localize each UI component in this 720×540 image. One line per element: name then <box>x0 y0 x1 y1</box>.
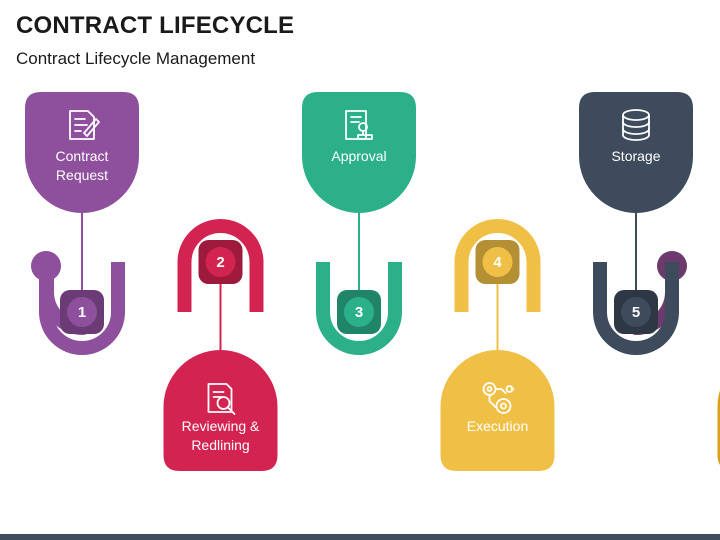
step-3-ring <box>316 262 402 355</box>
step-1-number: 1 <box>78 304 86 321</box>
step-5-card <box>579 92 693 213</box>
database-icon <box>622 109 650 141</box>
step-1-badge-circle <box>67 297 97 327</box>
step-4-badge-circle <box>482 247 513 277</box>
document-search-icon <box>207 383 236 415</box>
page-subtitle: Contract Lifecycle Management <box>16 49 256 68</box>
step-5: 5 Storage <box>579 92 693 334</box>
step-5-ring <box>593 262 679 355</box>
gears-icon <box>482 382 515 414</box>
step-4-label-line: Execution <box>467 418 528 434</box>
step-3-number: 3 <box>355 304 363 321</box>
step-1-label-line: Request <box>56 167 108 183</box>
page-title: CONTRACT LIFECYCLE <box>16 12 295 39</box>
step-5-number: 5 <box>632 304 640 321</box>
step-1-ring <box>39 262 125 355</box>
bottom-bar <box>0 534 720 540</box>
step-3-badge-circle <box>344 297 374 327</box>
step-2-ring <box>177 219 264 312</box>
step-3-label-line: Approval <box>331 148 386 164</box>
step-4-number: 4 <box>493 254 502 271</box>
step-1-card <box>25 92 139 213</box>
step-2-number: 2 <box>216 254 224 271</box>
step-5-label-line: Storage <box>611 148 660 164</box>
document-stamp-icon <box>345 110 373 140</box>
step-1-label-line: Contract <box>56 148 109 164</box>
step-2-card <box>163 350 278 471</box>
document-pen-icon <box>69 110 100 140</box>
step-6-card <box>717 390 720 466</box>
step-3: 3 Approval <box>302 92 416 334</box>
step-6: 6RecordsManagement <box>717 390 720 466</box>
step-2-label-line: Redlining <box>191 437 249 453</box>
step-2-badge-circle <box>205 247 236 277</box>
step-3-card <box>302 92 416 213</box>
step-4-ring <box>454 219 541 312</box>
step-2-label-line: Reviewing & <box>182 418 260 434</box>
step-5-badge-circle <box>621 297 651 327</box>
